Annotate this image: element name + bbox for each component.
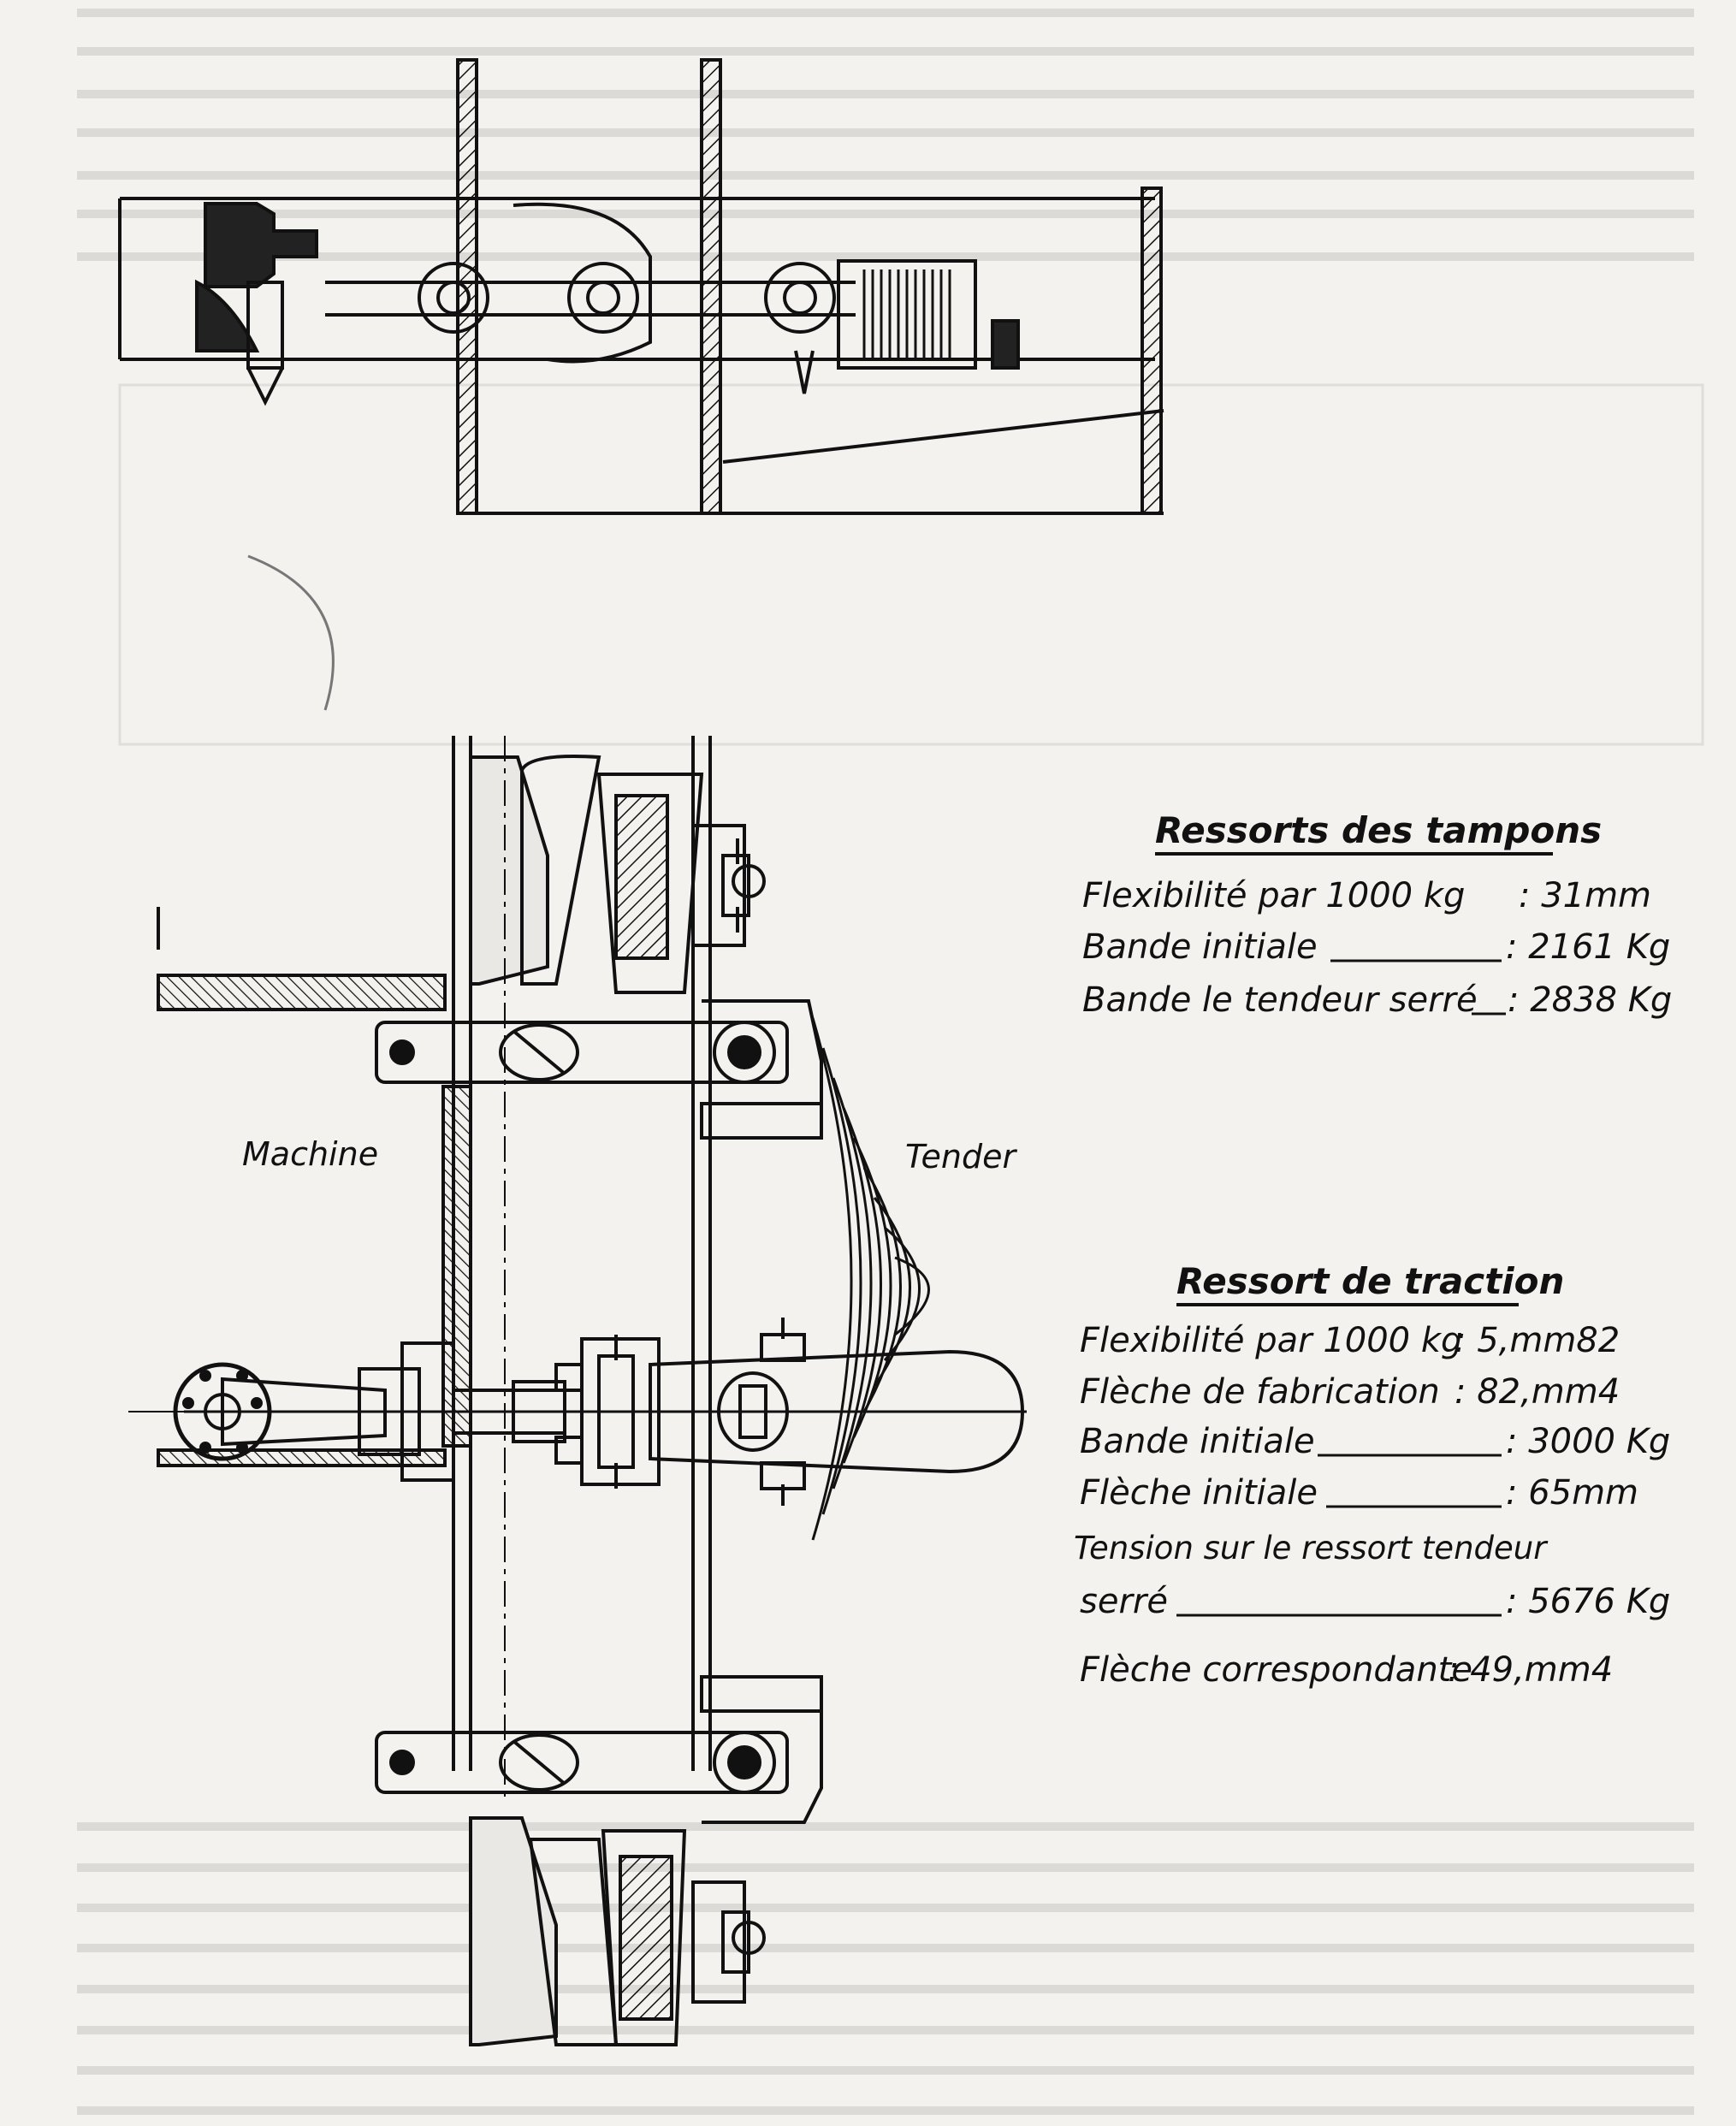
- traction-row-value: : 5676 Kg: [1506, 1582, 1670, 1621]
- traction-row-value: : 65mm: [1506, 1473, 1638, 1513]
- machine-label: Machine: [242, 1135, 378, 1173]
- buffer-row-label: Bande initiale: [1082, 927, 1318, 967]
- buffer-springs-title: Ressorts des tampons: [1155, 809, 1602, 851]
- traction-row-value: : 82,mm4: [1455, 1372, 1620, 1412]
- buffer-row-label: Bande le tendeur serré: [1082, 980, 1478, 1020]
- buffer-springs-spec: Ressorts des tampons Flexibilité par 100…: [1082, 809, 1672, 1020]
- top-section-drawing: [118, 58, 1164, 515]
- traction-row-label: Bande initiale: [1080, 1422, 1315, 1461]
- buffer-row-value: : 2161 Kg: [1506, 927, 1670, 967]
- traction-row-label: serré: [1080, 1582, 1168, 1621]
- traction-row-label: Flèche correspondante: [1080, 1650, 1472, 1690]
- bleed-through-texture: [77, 9, 1704, 2115]
- buffer-row-label: Flexibilité par 1000 kg: [1082, 876, 1465, 915]
- buffer-row-value: : 2838 Kg: [1508, 980, 1672, 1020]
- stray-mark: [247, 554, 335, 711]
- traction-row-label: Flèche initiale: [1080, 1473, 1318, 1513]
- coupling-assembly-drawing: [128, 736, 1027, 2046]
- traction-row-value: : 5,mm82: [1455, 1321, 1620, 1360]
- buffer-row-value: : 31mm: [1519, 876, 1651, 915]
- traction-row-value: : 3000 Kg: [1506, 1422, 1670, 1461]
- traction-spring-title: Ressort de traction: [1176, 1260, 1564, 1302]
- tender-label: Tender: [905, 1138, 1017, 1176]
- traction-row-label: Flexibilité par 1000 kg: [1080, 1321, 1462, 1360]
- traction-spring-spec: Ressort de traction Flexibilité par 1000…: [1074, 1260, 1670, 1690]
- traction-row-label: Tension sur le ressort tendeur: [1074, 1530, 1549, 1566]
- traction-row-label: Flèche de fabrication: [1080, 1372, 1440, 1412]
- traction-row-value: : 49,mm4: [1448, 1650, 1613, 1690]
